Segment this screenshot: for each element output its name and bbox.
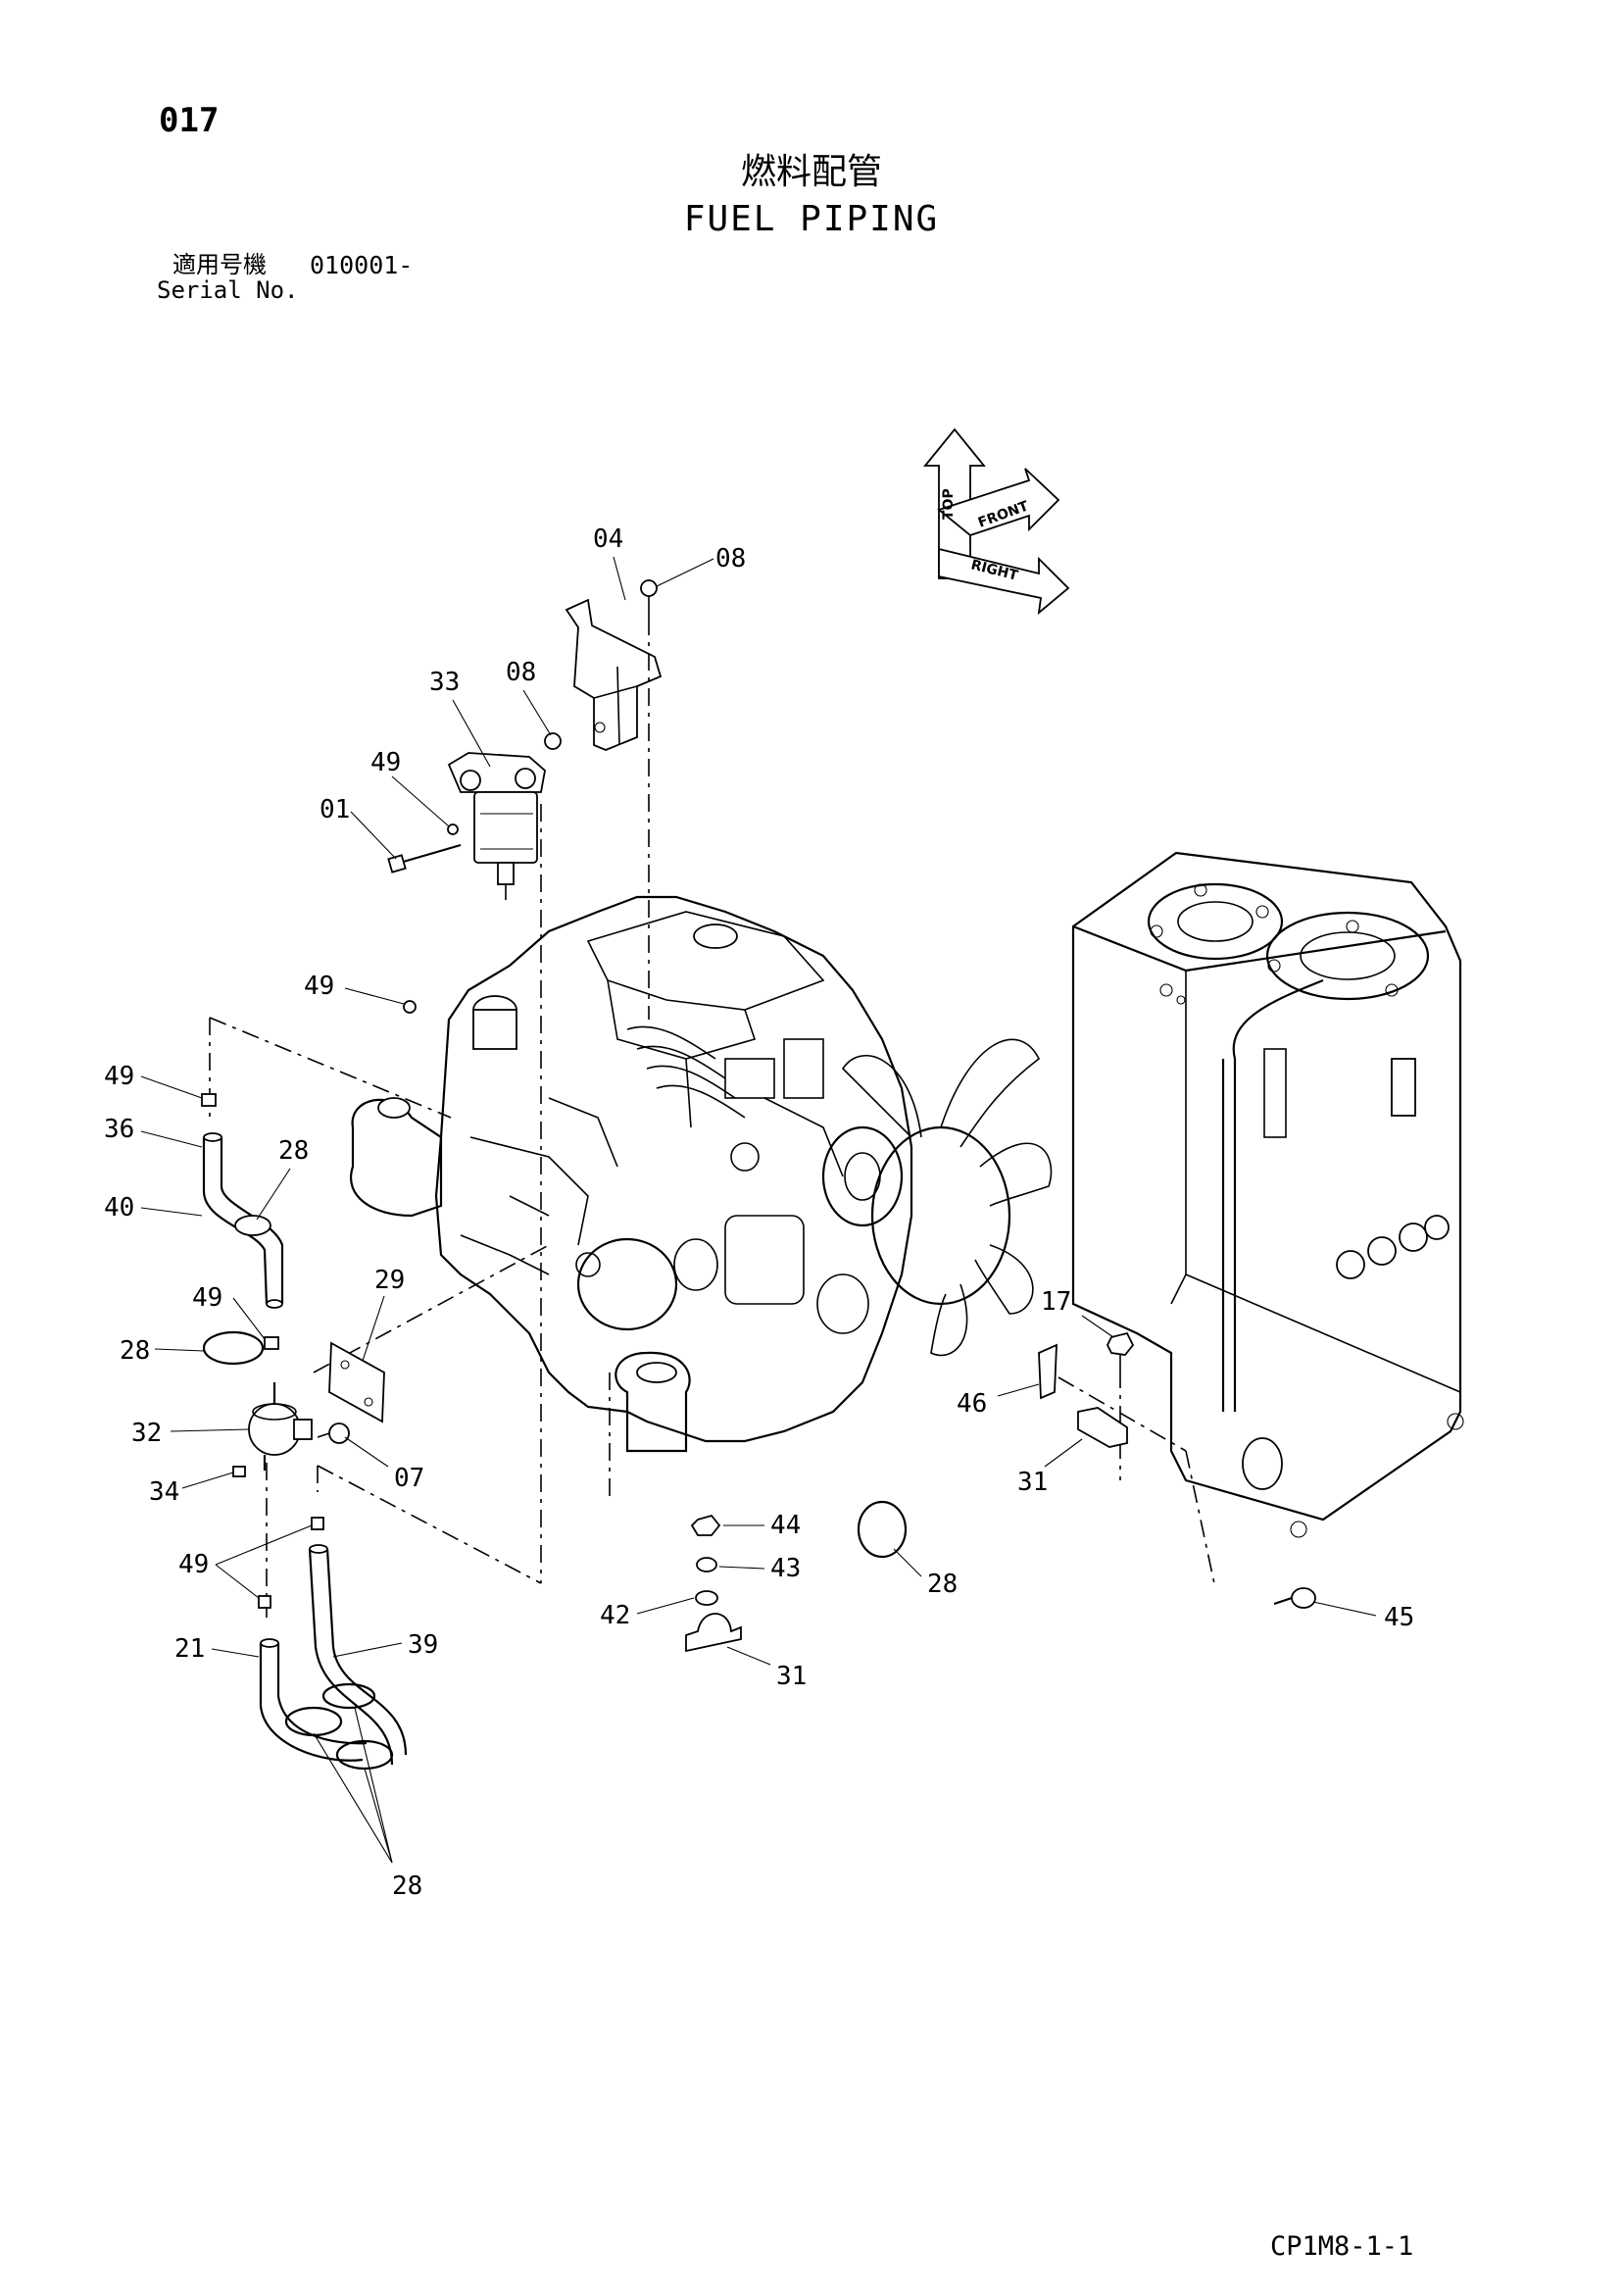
callout-21: 21 (174, 1634, 205, 1664)
callout-07: 07 (394, 1464, 424, 1493)
clamp-28-middle (202, 1330, 265, 1366)
fuel-filter (447, 752, 546, 900)
washer-43 (696, 1557, 717, 1572)
serial-value: 010001- (310, 251, 414, 279)
callout-34: 34 (149, 1477, 179, 1507)
bolt-34 (232, 1466, 246, 1477)
clamp-31-middle (685, 1613, 742, 1653)
callout-45: 45 (1384, 1603, 1414, 1632)
clamp-28-top (234, 1215, 271, 1236)
callout-39: 39 (408, 1630, 438, 1660)
callout-49: 49 (178, 1550, 209, 1579)
callout-44: 44 (770, 1511, 801, 1540)
page-title: FUEL PIPING (683, 199, 940, 239)
bolt-01 (387, 843, 462, 873)
clip-49-left-top (201, 1093, 217, 1107)
callout-28: 28 (392, 1872, 422, 1901)
callout-36: 36 (104, 1115, 134, 1144)
callout-42: 42 (600, 1601, 630, 1630)
callout-49: 49 (192, 1283, 222, 1313)
clamp-28-right (857, 1500, 908, 1559)
callout-31: 31 (1017, 1468, 1048, 1497)
engine (350, 895, 1053, 1500)
orientation-indicator: TOP FRONT RIGHT (923, 427, 1070, 616)
bolt-17 (1106, 1331, 1135, 1371)
callout-labels: 04 08 33 08 49 01 49 49 36 28 40 49 29 2… (104, 524, 1414, 1901)
orientation-top-label: TOP (941, 488, 957, 520)
callout-49: 49 (104, 1062, 134, 1091)
callout-28: 28 (278, 1136, 309, 1166)
fuel-pump (248, 1382, 313, 1471)
callout-08: 08 (715, 544, 746, 574)
clip-49-middle (264, 1336, 279, 1350)
hose-39 (308, 1544, 408, 1766)
bolt-08-middle (544, 732, 562, 750)
clamp-31-right (1077, 1407, 1128, 1448)
bolt-08-top (640, 579, 658, 618)
callout-01: 01 (320, 795, 350, 824)
callout-49: 49 (370, 748, 401, 777)
callout-28: 28 (120, 1336, 150, 1366)
callout-17: 17 (1041, 1287, 1071, 1317)
clamps-28-bottom (284, 1682, 394, 1771)
callout-31: 31 (776, 1662, 807, 1691)
clip-49-filter (447, 824, 459, 835)
bolt-07 (317, 1423, 350, 1444)
clip-49-bottom-left (258, 1595, 271, 1609)
callout-49: 49 (304, 972, 334, 1001)
callout-43: 43 (770, 1554, 801, 1583)
callout-28: 28 (927, 1570, 958, 1599)
callout-08: 08 (506, 658, 536, 687)
callout-04: 04 (593, 524, 623, 554)
page-title-jp: 燃料配管 (740, 152, 882, 192)
hose-40 (202, 1132, 284, 1309)
washer-42 (695, 1590, 718, 1606)
callout-33: 33 (429, 668, 460, 697)
clip-46 (1038, 1343, 1057, 1400)
serial-label: Serial No. (157, 276, 299, 304)
serial-label-jp: 適用号機 (172, 251, 267, 278)
fuel-tank (1071, 851, 1464, 1538)
bracket-29 (328, 1341, 385, 1423)
nut-44 (690, 1514, 721, 1536)
callout-29: 29 (374, 1266, 405, 1295)
page-number: 017 (159, 101, 220, 140)
clip-45 (1273, 1587, 1316, 1609)
callout-40: 40 (104, 1193, 134, 1223)
drawing-code: CP1M8-1-1 (1270, 2231, 1414, 2262)
callout-32: 32 (131, 1419, 162, 1448)
clip-49-bottom-right (311, 1517, 324, 1530)
callout-46: 46 (957, 1389, 987, 1419)
leader-lines (140, 556, 1377, 1864)
filter-bracket (565, 598, 663, 751)
